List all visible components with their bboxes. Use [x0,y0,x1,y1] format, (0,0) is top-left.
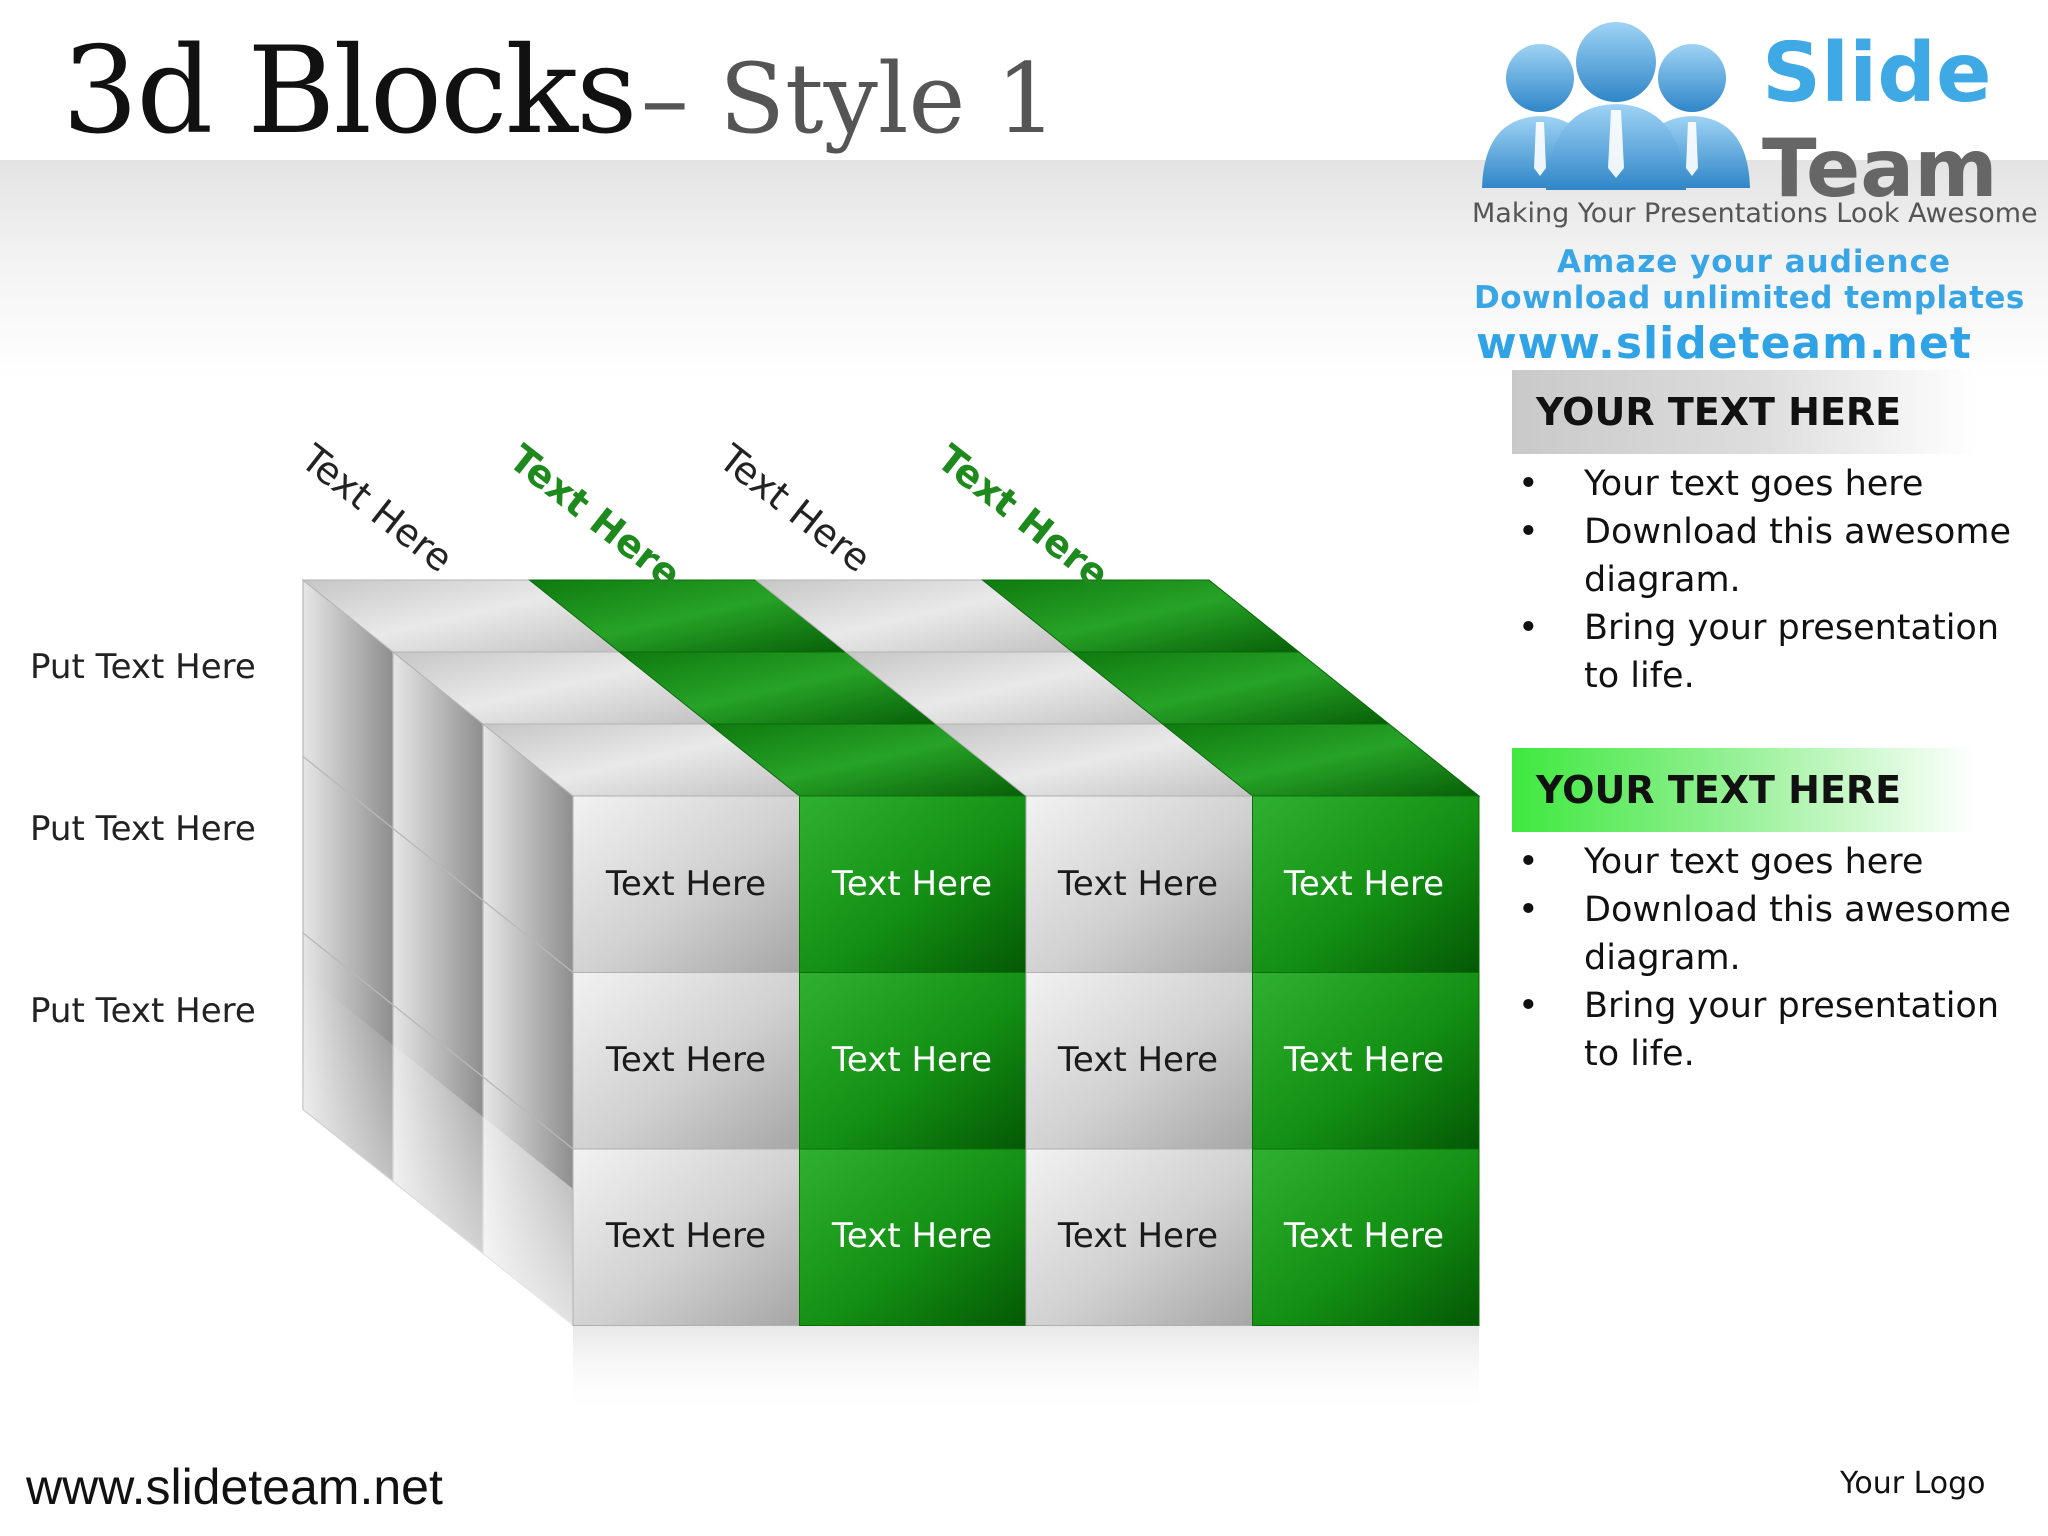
logo-promo-1: Amaze your audience [1557,244,1952,280]
panel-2-bullet-2: Download this awesome diagram. [1512,886,2032,982]
row-label-3: Put Text Here [30,991,256,1031]
front-block-r2-c3 [1025,972,1253,1150]
cell-r3-c1: Text Here [605,1216,767,1256]
panel-2-bullet-3: Bring your presentation to life. [1512,982,2032,1078]
cell-r2-c2: Text Here [831,1040,993,1080]
row-label-1: Put Text Here [30,647,256,687]
front-block-r1-c1 [572,795,800,973]
title-main: 3d Blocks [62,22,638,161]
front-block-r3-c3 [1025,1148,1253,1326]
side-fade [303,973,573,1330]
footer-website-link[interactable]: www.slideteam.net [26,1459,443,1515]
footer-logo-placeholder: Your Logo [1840,1466,1986,1501]
logo-slide-text: Slide [1762,26,1992,121]
row-label-2: Put Text Here [30,809,256,849]
panel-2-bullet-1: Your text goes here [1512,838,2032,886]
front-block-r3-c1 [572,1148,800,1326]
front-block-r2-c2 [799,972,1027,1150]
front-block-r1-c2 [799,795,1027,973]
title-sub: – Style 1 [640,43,1057,155]
cell-r1-c2: Text Here [831,864,993,904]
cube-reflection [573,1325,1479,1416]
cell-r3-c3: Text Here [1057,1216,1219,1256]
front-block-r3-c4 [1252,1148,1480,1326]
cell-r1-c3: Text Here [1057,864,1219,904]
slide-title: 3d Blocks – Style 1 [62,22,1057,161]
panel-1-bullet-1: Your text goes here [1512,460,2032,508]
front-block-r3-c2 [799,1148,1027,1326]
panel-1-heading: YOUR TEXT HERE [1512,370,1976,454]
logo-promo-url[interactable]: www.slideteam.net [1476,318,1972,369]
cell-r3-c4: Text Here [1283,1216,1445,1256]
panel-1-bullet-2: Download this awesome diagram. [1512,508,2032,604]
panel-2-heading: YOUR TEXT HERE [1512,748,1976,832]
panel-1-bullets: Your text goes here Download this awesom… [1512,460,2032,700]
cell-r1-c1: Text Here [605,864,767,904]
front-block-r1-c3 [1025,795,1253,973]
cell-r2-c4: Text Here [1283,1040,1445,1080]
header-gradient-band [0,160,2048,380]
logo-tagline: Making Your Presentations Look Awesome [1472,198,2038,229]
front-block-r2-c1 [572,972,800,1150]
cell-r1-c4: Text Here [1283,864,1445,904]
panel-1-bullet-3: Bring your presentation to life. [1512,604,2032,700]
front-block-r1-c4 [1252,795,1480,973]
logo-promo-2: Download unlimited templates [1474,280,2025,316]
slideteam-logo: Slide Team Making Your Presentations Loo… [1462,18,2038,369]
cell-r2-c1: Text Here [605,1040,767,1080]
cell-r2-c3: Text Here [1057,1040,1219,1080]
panel-2-bullets: Your text goes here Download this awesom… [1512,838,2032,1078]
logo-team-text: Team [1762,122,1998,215]
people-icon [1482,22,1750,190]
cell-r3-c2: Text Here [831,1216,993,1256]
front-block-r2-c4 [1252,972,1480,1150]
